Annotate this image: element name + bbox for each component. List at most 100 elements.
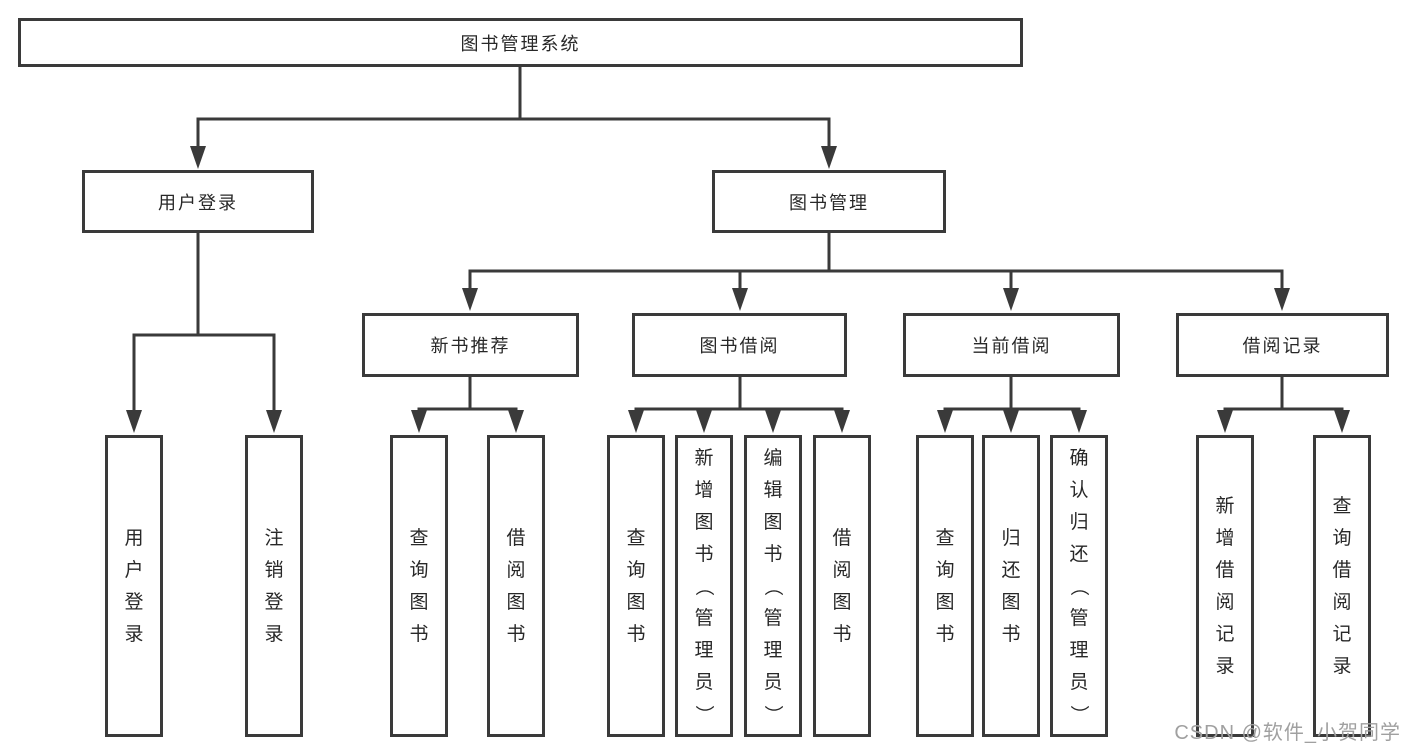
- node-borrow-records-label: 借阅记录: [1242, 336, 1323, 356]
- vertical-char: 登: [124, 591, 144, 613]
- vertical-char: 借: [1332, 559, 1352, 581]
- arrowhead-icon: [508, 410, 524, 433]
- vertical-char: 用: [124, 527, 144, 549]
- vertical-char: 管: [763, 607, 783, 629]
- vertical-char: 注: [264, 527, 284, 549]
- vertical-char: 询: [626, 559, 646, 581]
- vertical-char: 增: [1215, 527, 1235, 549]
- vertical-char: 阅: [832, 559, 852, 581]
- vertical-char: 图: [694, 511, 714, 533]
- node-new-book-recommend: 新书推荐: [362, 313, 579, 377]
- vertical-char: 图: [626, 591, 646, 613]
- vertical-char: 辑: [763, 479, 783, 501]
- vertical-char: 借: [1215, 559, 1235, 581]
- vertical-char: （: [1068, 576, 1090, 596]
- leaf-edit-books-admin-label: 编辑图书（管理员）: [747, 438, 799, 734]
- vertical-char: 确: [1069, 447, 1089, 469]
- vertical-char: 录: [264, 623, 284, 645]
- vertical-char: 管: [1069, 607, 1089, 629]
- node-book-management-label: 图书管理: [789, 192, 869, 213]
- vertical-char: 编: [763, 447, 783, 469]
- leaf-confirm-return-admin-label: 确认归还（管理员）: [1053, 438, 1105, 734]
- node-book-management: 图书管理: [712, 170, 946, 233]
- vertical-char: 还: [1069, 543, 1089, 565]
- arrowhead-icon: [1071, 410, 1087, 433]
- arrowhead-icon: [190, 146, 206, 169]
- vertical-char: 录: [1332, 655, 1352, 677]
- vertical-char: 书: [935, 623, 955, 645]
- vertical-char: 理: [1069, 639, 1089, 661]
- vertical-char: 理: [763, 639, 783, 661]
- node-user-login-label: 用户登录: [158, 192, 238, 213]
- vertical-char: 查: [1332, 495, 1352, 517]
- vertical-char: 阅: [1215, 591, 1235, 613]
- arrowhead-icon: [834, 410, 850, 433]
- vertical-char: 员: [1069, 671, 1089, 693]
- vertical-char: 书: [626, 623, 646, 645]
- leaf-add-borrow-record: 新增借阅记录: [1196, 435, 1254, 737]
- vertical-char: ）: [1068, 704, 1090, 724]
- leaf-current-query-books-label: 查询图书: [919, 438, 971, 734]
- connector-user-login-to-leaves: [132, 233, 276, 412]
- node-book-borrow: 图书借阅: [632, 313, 847, 377]
- node-root-label: 图书管理系统: [460, 33, 581, 54]
- node-borrow-records: 借阅记录: [1176, 313, 1389, 377]
- watermark-text: CSDN @软件_小贺同学: [1174, 722, 1401, 744]
- vertical-char: 记: [1332, 623, 1352, 645]
- vertical-char: 新: [1215, 495, 1235, 517]
- arrowhead-icon: [732, 288, 748, 311]
- connector-book-borrow-to-leaves: [634, 377, 844, 414]
- vertical-char: ）: [693, 704, 715, 724]
- vertical-char: 图: [506, 591, 526, 613]
- vertical-char: 图: [409, 591, 429, 613]
- node-user-login: 用户登录: [82, 170, 314, 233]
- leaf-add-borrow-record-label: 新增借阅记录: [1199, 438, 1251, 734]
- arrowhead-icon: [821, 146, 837, 169]
- leaf-query-borrow-record: 查询借阅记录: [1313, 435, 1371, 737]
- arrowhead-icon: [765, 410, 781, 433]
- leaf-return-books: 归还图书: [982, 435, 1040, 737]
- vertical-char: 书: [832, 623, 852, 645]
- connector-book-management-to-level3: [468, 233, 1284, 290]
- leaf-recommend-borrow-books: 借阅图书: [487, 435, 545, 737]
- node-current-borrow-label: 当前借阅: [971, 336, 1052, 356]
- vertical-char: 书: [763, 543, 783, 565]
- vertical-char: 图: [763, 511, 783, 533]
- node-book-borrow-label: 图书借阅: [699, 336, 780, 356]
- vertical-char: （: [762, 576, 784, 596]
- arrowhead-icon: [411, 410, 427, 433]
- connector-borrow-records-to-leaves: [1223, 377, 1344, 414]
- vertical-char: 录: [1215, 655, 1235, 677]
- leaf-user-login: 用户登录: [105, 435, 163, 737]
- vertical-char: 询: [1332, 527, 1352, 549]
- vertical-char: 书: [506, 623, 526, 645]
- connector-root-to-level2: [196, 67, 831, 148]
- vertical-char: 员: [763, 671, 783, 693]
- vertical-char: 增: [694, 479, 714, 501]
- vertical-char: 归: [1001, 527, 1021, 549]
- node-new-book-recommend-label: 新书推荐: [430, 336, 511, 356]
- vertical-char: 查: [626, 527, 646, 549]
- leaf-logout-label: 注销登录: [248, 438, 300, 734]
- node-current-borrow: 当前借阅: [903, 313, 1120, 377]
- leaf-add-books-admin-label: 新增图书（管理员）: [678, 438, 730, 734]
- arrowhead-icon: [1217, 410, 1233, 433]
- vertical-char: 认: [1069, 479, 1089, 501]
- arrowhead-icon: [266, 410, 282, 433]
- vertical-char: 管: [694, 607, 714, 629]
- arrowhead-icon: [462, 288, 478, 311]
- leaf-query-borrow-record-label: 查询借阅记录: [1316, 438, 1368, 734]
- vertical-char: 记: [1215, 623, 1235, 645]
- arrowhead-icon: [937, 410, 953, 433]
- vertical-char: 询: [409, 559, 429, 581]
- arrowhead-icon: [1003, 410, 1019, 433]
- vertical-char: 查: [935, 527, 955, 549]
- leaf-return-books-label: 归还图书: [985, 438, 1037, 734]
- arrowhead-icon: [126, 410, 142, 433]
- arrowhead-icon: [1003, 288, 1019, 311]
- leaf-confirm-return-admin: 确认归还（管理员）: [1050, 435, 1108, 737]
- leaf-recommend-borrow-books-label: 借阅图书: [490, 438, 542, 734]
- connector-current-borrow-to-leaves: [943, 377, 1081, 414]
- vertical-char: 借: [506, 527, 526, 549]
